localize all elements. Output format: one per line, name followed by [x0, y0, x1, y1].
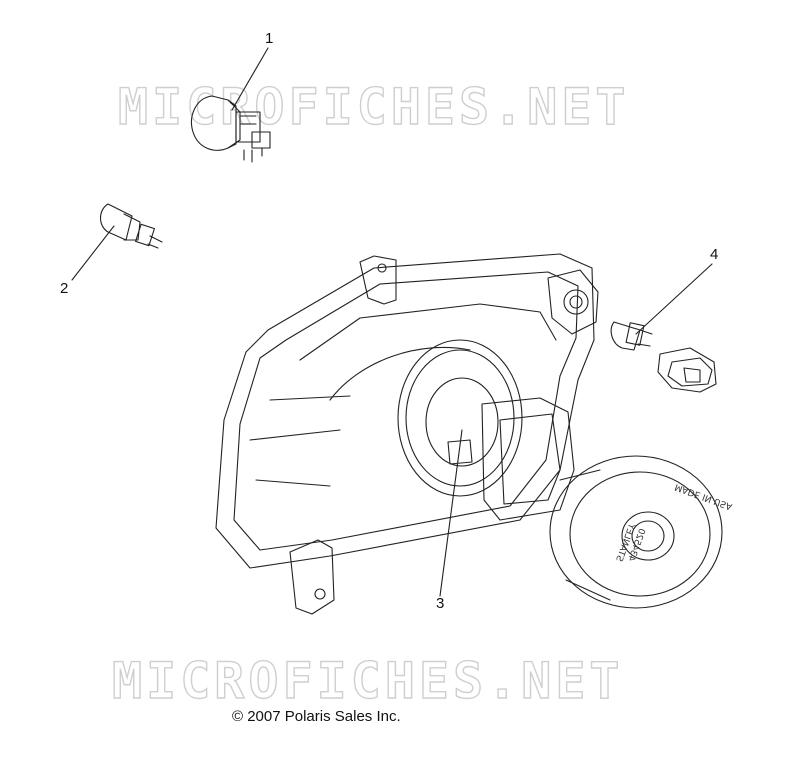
watermark-top: MICROFICHES.NET: [117, 77, 630, 136]
headlight-housing: [215, 253, 599, 615]
socket-connector: [657, 347, 717, 393]
bulb-side: [610, 321, 653, 351]
leader-line-4: [635, 263, 713, 335]
bulb-small: [99, 203, 163, 249]
copyright-notice: © 2007 Polaris Sales Inc.: [232, 708, 401, 725]
callout-4: 4: [710, 246, 719, 263]
reflector-opening: [397, 339, 523, 497]
watermark-bottom: MICROFICHES.NET: [111, 651, 624, 710]
leader-line-3: [439, 429, 463, 597]
leader-line-2: [71, 225, 115, 281]
lens-cap: [481, 397, 723, 609]
callout-1: 1: [265, 30, 274, 47]
callout-2: 2: [60, 280, 69, 297]
callout-3: 3: [436, 595, 445, 612]
bulb-large: [191, 95, 271, 163]
leader-line-1: [231, 47, 269, 111]
